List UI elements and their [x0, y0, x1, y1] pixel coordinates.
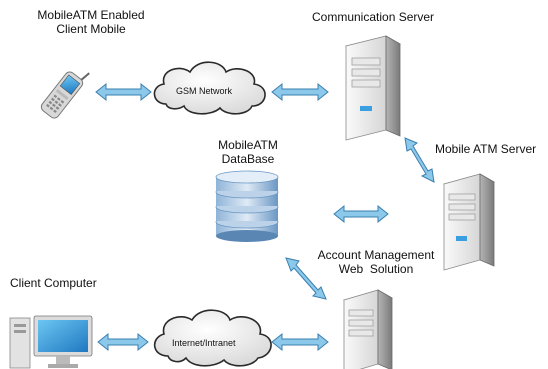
gsm-network-cloud: [153, 61, 266, 115]
arrow-accountmgmt-db: [285, 257, 327, 300]
label-mobile-client: MobileATM Enabled Client Mobile: [26, 8, 156, 36]
label-communication-server: Communication Server: [312, 10, 435, 24]
label-account-management-line1: Account Management: [317, 248, 435, 262]
database-icon: [215, 170, 279, 242]
mobile-atm-server-icon: [442, 173, 496, 271]
communication-server-icon: [344, 35, 402, 141]
label-mobile-atm-server: Mobile ATM Server: [435, 142, 537, 156]
client-computer-icon: [9, 315, 93, 369]
arrow-gsm-commserver: [271, 82, 329, 102]
label-database: MobileATM DataBase: [200, 138, 296, 166]
arrow-phone-gsm: [95, 82, 152, 102]
label-internet: Internet/Intranet: [172, 338, 236, 348]
mobile-phone-icon: [40, 71, 90, 119]
label-account-management: Account Management Web Solution: [306, 248, 446, 276]
arrow-computer-internet: [97, 332, 149, 352]
label-mobile-client-line2: Client Mobile: [56, 22, 126, 36]
label-database-line2: DataBase: [221, 152, 275, 166]
label-account-management-line2: Web Solution: [338, 262, 414, 276]
label-database-line1: MobileATM: [218, 138, 278, 152]
account-management-server-icon: [342, 289, 394, 369]
internet-cloud: [153, 309, 272, 367]
label-gsm-network: GSM Network: [176, 86, 233, 96]
label-mobile-client-line1: MobileATM Enabled: [37, 8, 145, 22]
arrow-internet-accountmgmt: [271, 332, 329, 352]
arrow-commserver-atmserver: [404, 137, 435, 183]
arrow-db-atmserver: [333, 204, 389, 224]
label-client-computer: Client Computer: [10, 276, 97, 290]
